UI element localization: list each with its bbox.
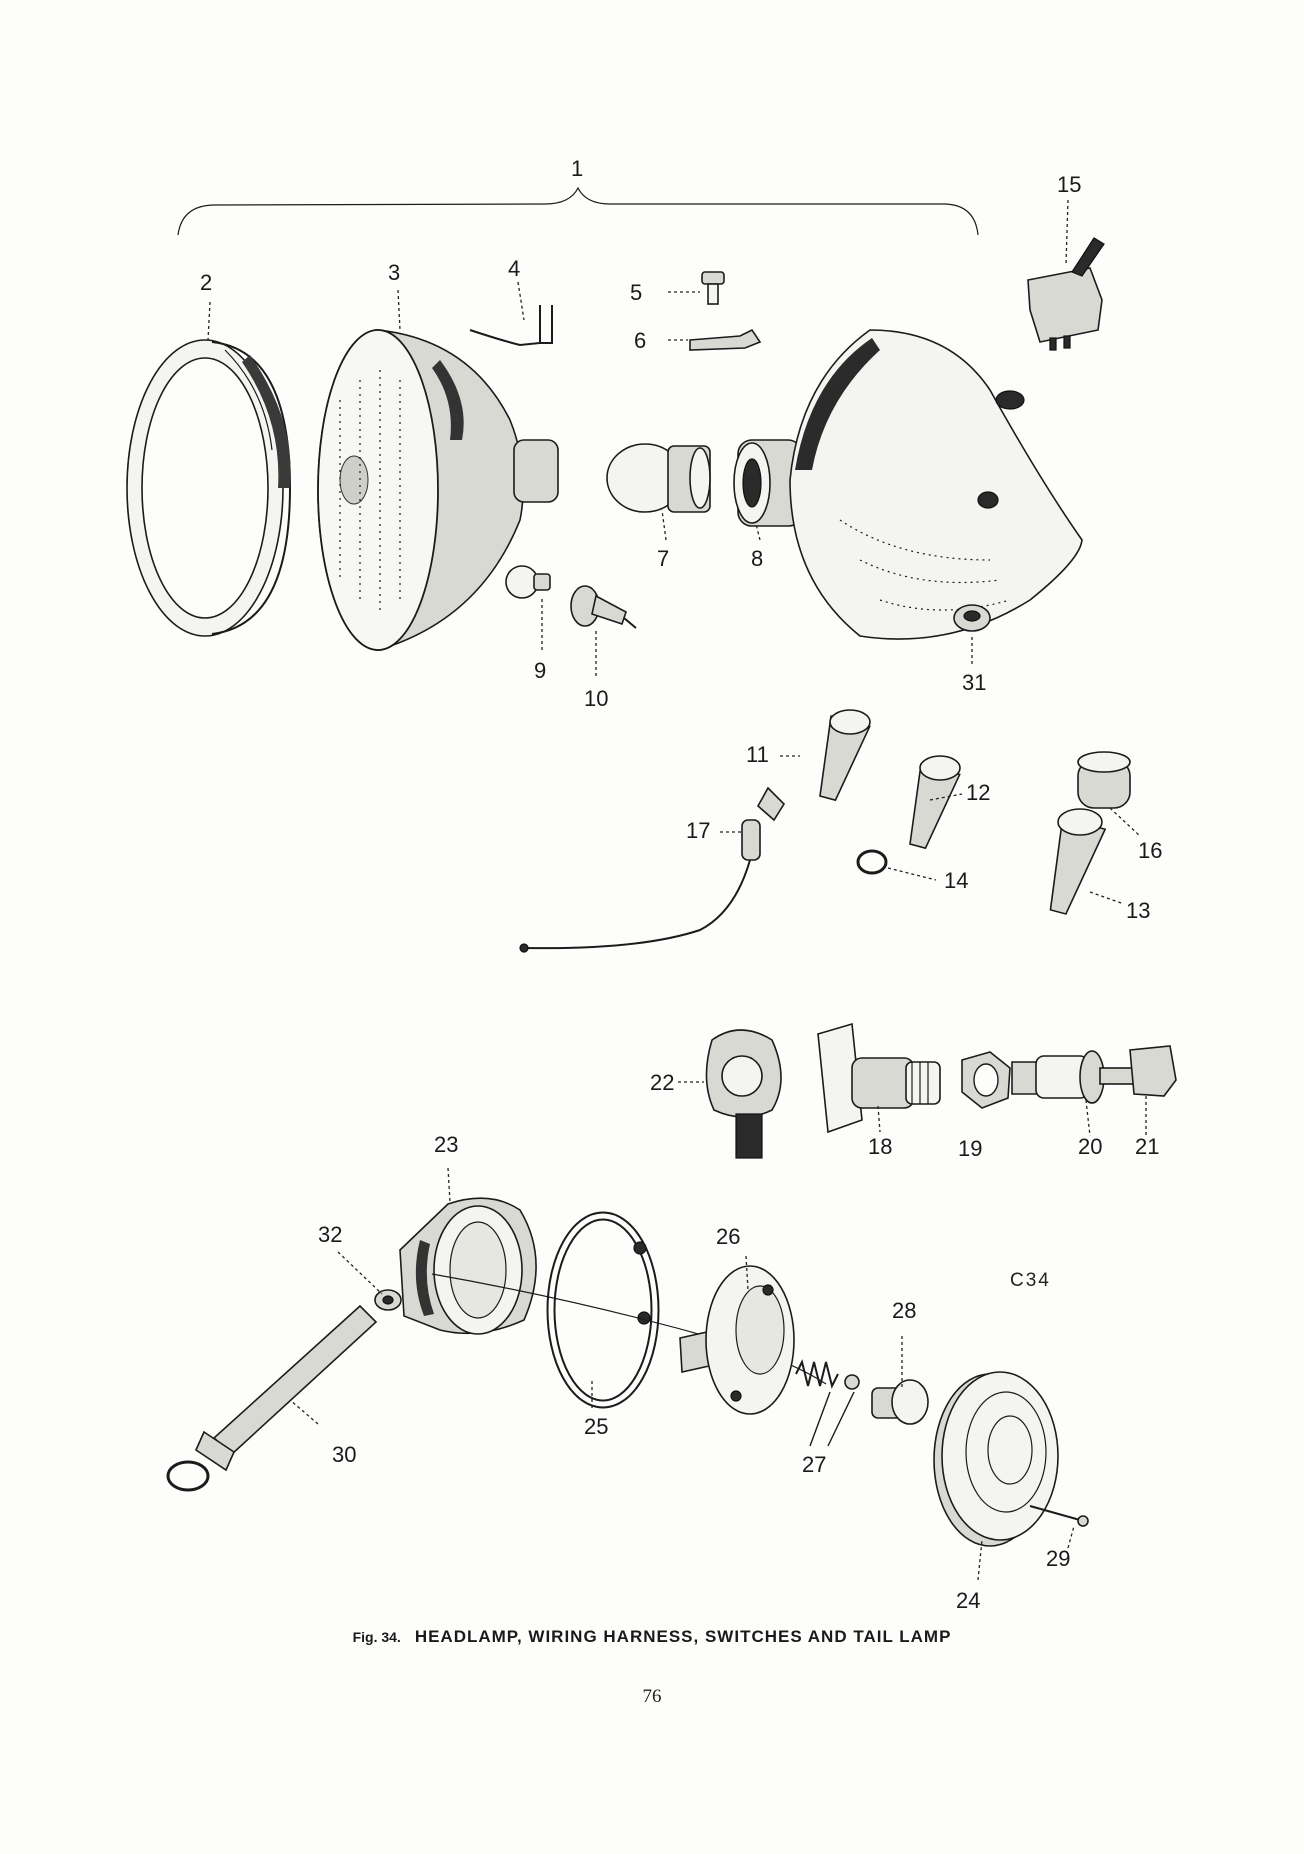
callout-4: 4 [508, 256, 520, 281]
callout-24: 24 [956, 1588, 980, 1613]
callout-19: 19 [958, 1136, 982, 1161]
pilot-clip [689, 328, 762, 351]
tail-lamp-body [399, 1197, 537, 1335]
ignition-switch-body [705, 1029, 782, 1159]
spring-clip [469, 305, 553, 347]
tail-bulb [871, 1379, 929, 1425]
callout-22: 22 [650, 1070, 674, 1095]
screw [701, 271, 725, 305]
headlamp-shell [789, 329, 1083, 640]
washer-ring [856, 849, 888, 875]
callout-2: 2 [200, 270, 212, 295]
headlamp-rim [126, 339, 292, 637]
callout-12: 12 [966, 780, 990, 805]
switch-cap [1077, 751, 1131, 809]
light-unit [317, 329, 559, 652]
pilot-bulb-holder [570, 585, 637, 629]
callout-10: 10 [584, 686, 608, 711]
pilot-bulb [505, 565, 551, 599]
callout-28: 28 [892, 1298, 916, 1323]
grommet [953, 604, 991, 632]
switch-lever-13 [1049, 808, 1107, 915]
ignition-barrel [1011, 1050, 1105, 1104]
callout-1: 1 [571, 156, 583, 181]
callout-6: 6 [634, 328, 646, 353]
callout-14: 14 [944, 868, 968, 893]
callout-9: 9 [534, 658, 546, 683]
callout-17: 17 [686, 818, 710, 843]
tail-lamp-stud [166, 1304, 378, 1492]
tail-lamp-lens [933, 1371, 1059, 1547]
callout-5: 5 [630, 280, 642, 305]
callout-labels: 1 2 3 4 5 6 7 8 9 10 11 12 13 14 15 16 1… [200, 156, 1162, 1613]
wiring-lead [519, 786, 786, 953]
figure-number: Fig. 34. [352, 1629, 401, 1645]
switch-lever-12 [909, 755, 961, 850]
callout-26: 26 [716, 1224, 740, 1249]
callout-23: 23 [434, 1132, 458, 1157]
figure-caption: Fig. 34. HEADLAMP, WIRING HARNESS, SWITCH… [0, 1627, 1304, 1647]
plate-code: C34 [1010, 1270, 1051, 1291]
reflector-ring [546, 1211, 660, 1409]
figure-title: HEADLAMP, WIRING HARNESS, SWITCHES AND T… [414, 1627, 952, 1646]
main-bulb [606, 443, 711, 513]
callout-8: 8 [751, 546, 763, 571]
callout-25: 25 [584, 1414, 608, 1439]
callout-27: 27 [802, 1452, 826, 1477]
callout-31: 31 [962, 670, 986, 695]
leader-lines [207, 199, 1147, 1581]
headlamp-assembly-bracket [177, 186, 979, 236]
tail-lamp-grommet [374, 1289, 402, 1311]
toggle-switch [1027, 237, 1105, 351]
callout-18: 18 [868, 1134, 892, 1159]
callout-11: 11 [746, 742, 769, 767]
ignition-key [1099, 1045, 1177, 1097]
callout-3: 3 [388, 260, 400, 285]
switch-lever-11 [819, 709, 871, 802]
callout-20: 20 [1078, 1134, 1102, 1159]
callout-21: 21 [1135, 1134, 1159, 1159]
page-number: 76 [642, 1686, 662, 1707]
callout-30: 30 [332, 1442, 356, 1467]
lens-screw [1029, 1505, 1089, 1527]
hex-nut [961, 1051, 1011, 1109]
callout-15: 15 [1057, 172, 1081, 197]
callout-29: 29 [1046, 1546, 1070, 1571]
callout-7: 7 [657, 546, 669, 571]
callout-16: 16 [1138, 838, 1162, 863]
callout-13: 13 [1126, 898, 1150, 923]
bulb-holder-plate [679, 1265, 795, 1415]
callout-32: 32 [318, 1222, 342, 1247]
switch-housing [817, 1022, 941, 1134]
contact-spring [795, 1359, 860, 1390]
